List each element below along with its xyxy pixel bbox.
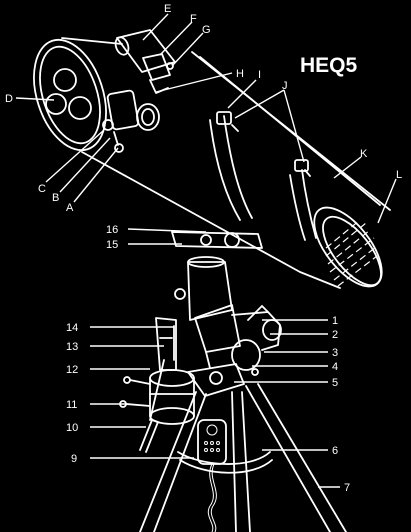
label-12: 12 — [66, 364, 78, 376]
label-15: 15 — [106, 239, 118, 251]
label-j: J — [282, 80, 288, 92]
label-6: 6 — [332, 445, 338, 457]
label-5: 5 — [332, 377, 338, 389]
leader-lines — [15, 13, 397, 488]
label-k: K — [360, 148, 368, 160]
label-14: 14 — [66, 322, 78, 334]
label-9: 9 — [71, 453, 77, 465]
label-f: F — [190, 13, 197, 25]
rear-hatch — [325, 219, 378, 287]
label-1: 1 — [332, 315, 338, 327]
label-10: 10 — [66, 422, 78, 434]
label-7: 7 — [344, 482, 350, 494]
model-title: HEQ5 — [300, 54, 358, 77]
label-16: 16 — [106, 224, 118, 236]
label-4: 4 — [332, 361, 338, 373]
mount-head — [159, 231, 282, 397]
label-c: C — [38, 183, 46, 195]
label-g: G — [202, 24, 211, 36]
focuser — [102, 89, 160, 153]
optical-tube — [33, 37, 391, 289]
label-d: D — [5, 93, 13, 105]
label-3: 3 — [332, 347, 338, 359]
counterweights — [119, 317, 195, 453]
label-11: 11 — [66, 399, 77, 411]
hand-controller — [197, 419, 227, 532]
label-a: A — [66, 202, 74, 214]
label-2: 2 — [332, 329, 338, 341]
label-13: 13 — [66, 341, 78, 353]
finder-scope — [114, 29, 176, 94]
label-b: B — [52, 192, 59, 204]
label-i: I — [258, 69, 261, 81]
label-e: E — [164, 3, 171, 15]
label-h: H — [236, 68, 244, 80]
label-l: L — [396, 169, 402, 181]
tripod — [139, 383, 347, 532]
